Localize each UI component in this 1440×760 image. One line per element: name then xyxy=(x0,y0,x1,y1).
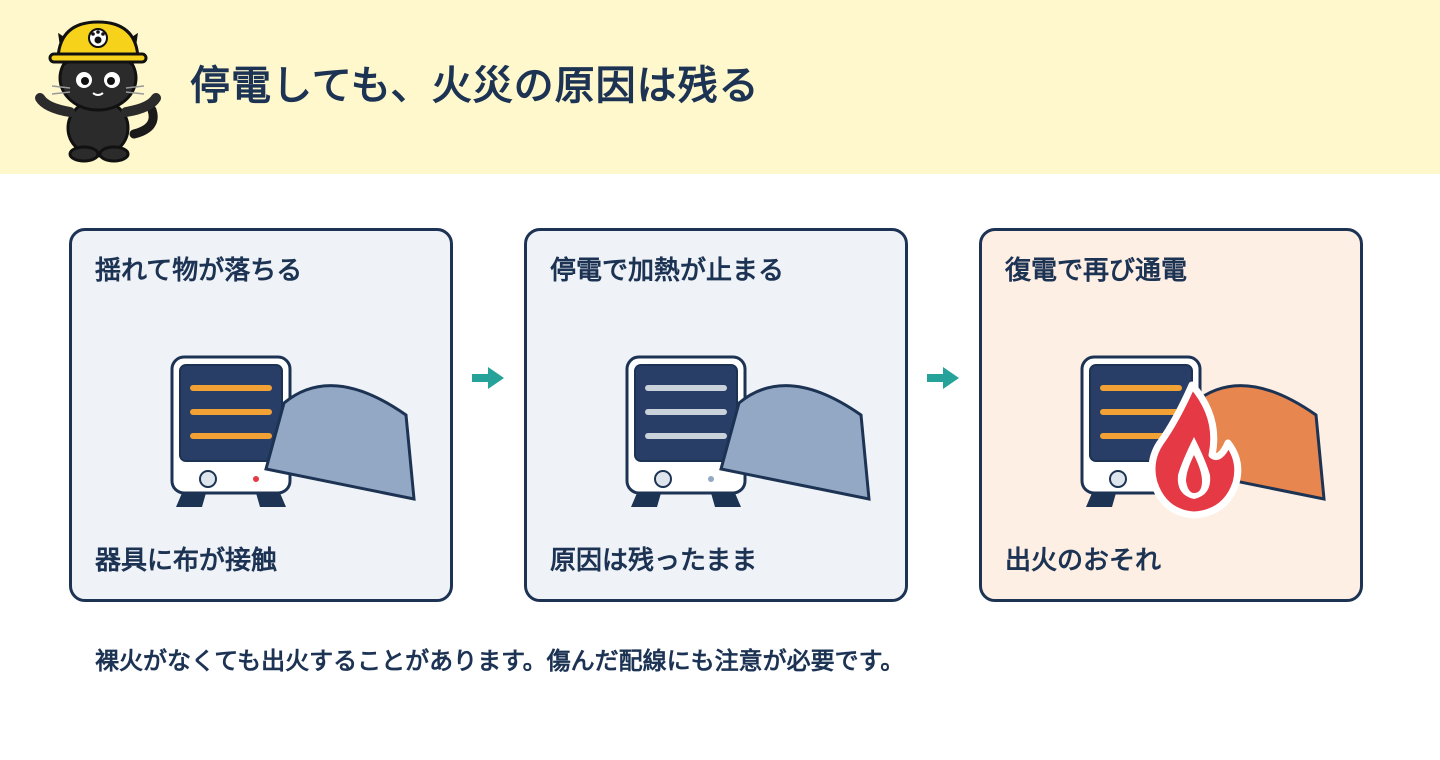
header-banner: 停電しても、火災の原因は残る xyxy=(0,0,1440,174)
electric-heater-icon xyxy=(625,355,747,507)
cloth-shape xyxy=(719,384,871,501)
step-caption: 器具に布が接触 xyxy=(95,546,278,576)
step-card-3: 復電で再び通電 出火のおそれ xyxy=(979,228,1363,602)
footnote-text: 裸火がなくても出火することがあります。傷んだ配線にも注意が必要です。 xyxy=(95,647,905,675)
arrow-right-icon xyxy=(927,367,959,389)
flame-icon xyxy=(1148,381,1242,519)
cloth-shape xyxy=(264,384,416,501)
step-card-1: 揺れて物が落ちる 器具に布が接触 xyxy=(69,228,453,602)
step-caption: 出火のおそれ xyxy=(1005,546,1162,576)
arrow-right-icon xyxy=(472,367,504,389)
step-title: 揺れて物が落ちる xyxy=(95,256,303,286)
step-caption: 原因は残ったまま xyxy=(550,546,758,576)
step-card-2: 停電で加熱が止まる 原因は残ったまま xyxy=(524,228,908,602)
step-title: 復電で再び通電 xyxy=(1005,256,1188,286)
heater-with-cloth-illustration xyxy=(170,355,416,507)
heater-on-fire-illustration xyxy=(1080,355,1326,519)
step-title: 停電で加熱が止まる xyxy=(550,256,785,286)
black-cat-helmet-mascot-icon xyxy=(35,20,161,163)
page-title: 停電しても、火災の原因は残る xyxy=(190,63,760,109)
heater-with-cloth-illustration xyxy=(625,355,871,507)
electric-heater-icon xyxy=(170,355,292,507)
